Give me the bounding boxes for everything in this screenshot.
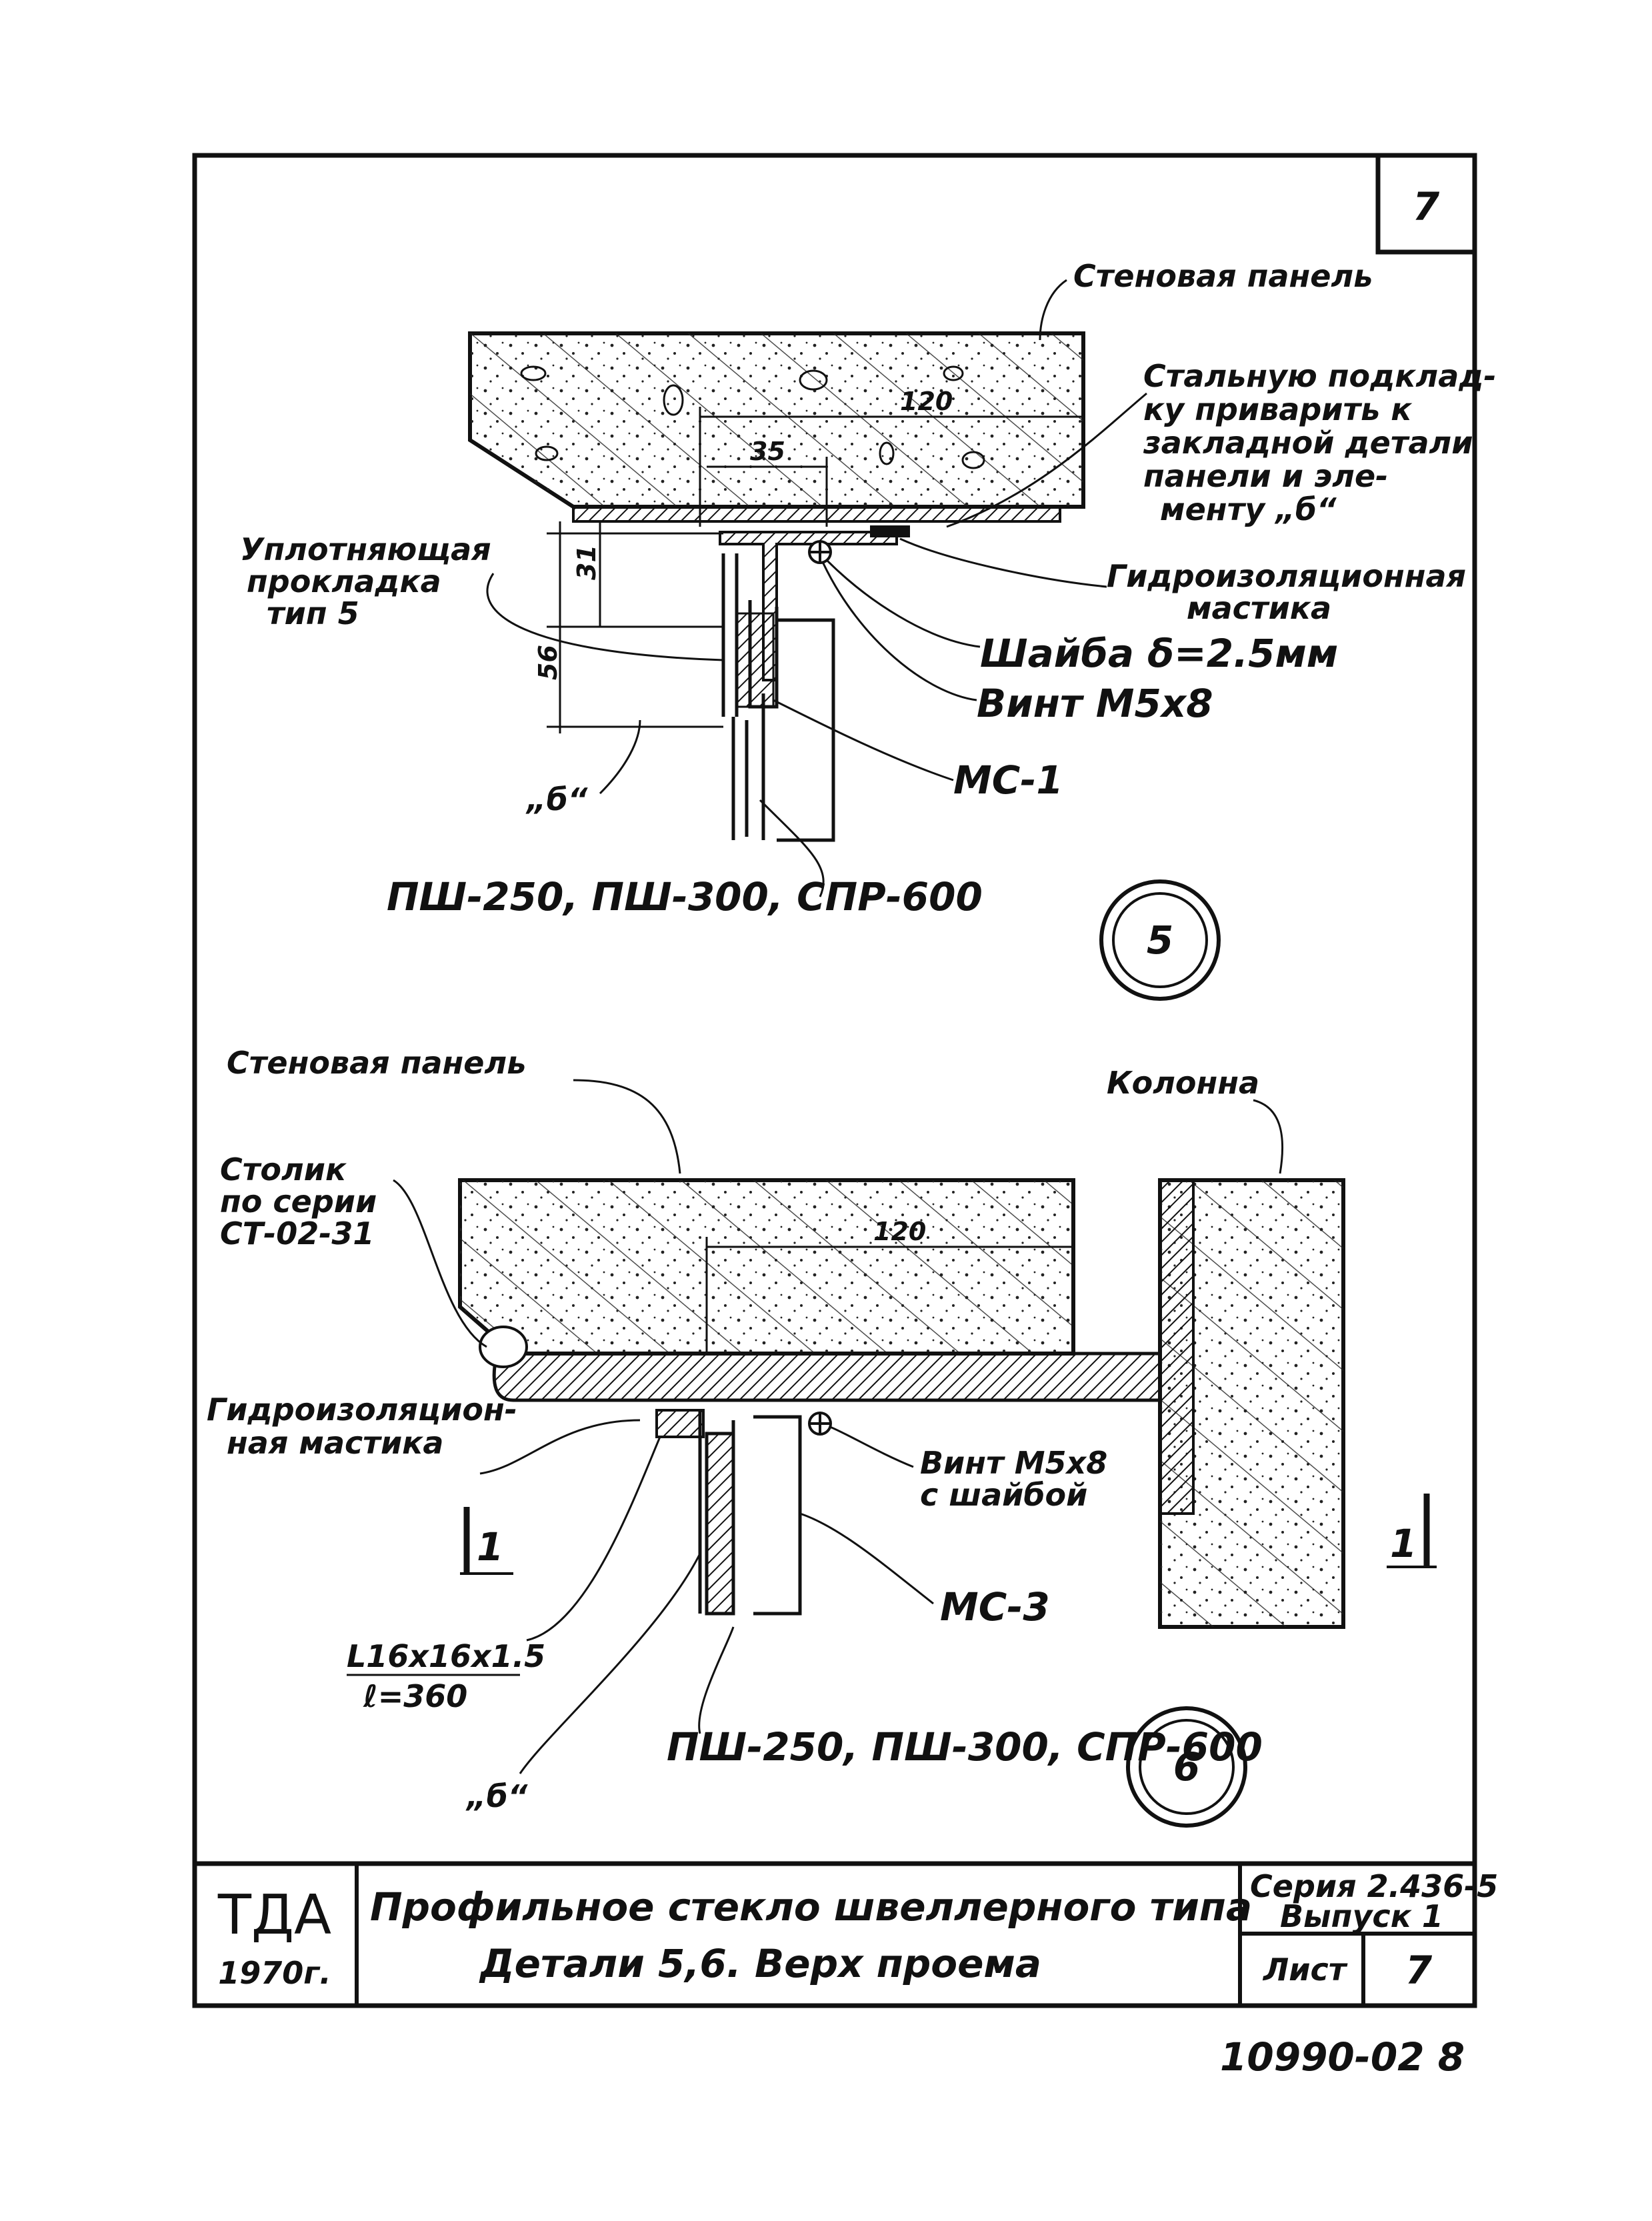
leaders-6 [393, 1079, 1284, 1774]
svg-text:Стальную подклад-: Стальную подклад- [1143, 358, 1496, 394]
table-label: Столик по серии СТ-02-31 [220, 1152, 377, 1252]
screw-6 [808, 1412, 832, 1436]
glass-label-6: ПШ-250, ПШ-300, СПР-600 [667, 1724, 1263, 1770]
glass-label-5: ПШ-250, ПШ-300, СПР-600 [387, 874, 983, 919]
year: 1970г. [218, 1955, 331, 1991]
element-label-6: „б“ [465, 1778, 528, 1814]
svg-text:1: 1 [477, 1524, 503, 1570]
svg-text:6: 6 [1173, 1744, 1200, 1790]
washer-label: Шайба δ=2.5мм [980, 631, 1338, 676]
profile-label-ms1: МС-1 [953, 757, 1063, 803]
svg-text:ℓ=360: ℓ=360 [363, 1678, 467, 1714]
corner-number-box: 7 [1375, 153, 1477, 255]
profile-ms3 [698, 1410, 802, 1616]
svg-text:ная мастика: ная мастика [227, 1425, 443, 1461]
org-name: ТДА [217, 1884, 331, 1947]
series: Серия 2.436-5 [1250, 1868, 1498, 1904]
dimensions-5 [547, 407, 1083, 733]
dim-31: 31 [572, 545, 601, 580]
sheet-value: 7 [1405, 1948, 1433, 1993]
title-block: ТДА 1970г. Профильное стекло швеллерного… [195, 1861, 1498, 2006]
detail-number-5: 5 [1099, 879, 1221, 1001]
leaders-5 [486, 279, 1147, 897]
issue: Выпуск 1 [1280, 1898, 1443, 1934]
glass-channel-5 [731, 618, 835, 842]
dim-35: 35 [750, 437, 785, 466]
section-mark-right: 1 [1387, 1494, 1437, 1568]
svg-text:тип 5: тип 5 [267, 595, 359, 631]
mastic-label-6: Гидроизоляцион- ная мастика [207, 1392, 517, 1461]
svg-text:панели и эле-: панели и эле- [1143, 458, 1388, 494]
detail-5: 120 35 31 56 Стеновая панель Стальную по… [240, 258, 1496, 1001]
screw-label-5: Винт М5х8 [977, 681, 1213, 726]
sheet-label: Лист [1262, 1952, 1348, 1988]
mastic-label-5: Гидроизоляционная мастика [1107, 558, 1466, 626]
svg-text:закладной детали: закладной детали [1143, 425, 1473, 461]
angle-l16 [655, 1409, 705, 1438]
sheet-frame [192, 153, 1477, 2008]
svg-text:Гидроизоляционная: Гидроизоляционная [1107, 558, 1466, 594]
title-line-1: Профильное стекло швеллерного типа [370, 1884, 1252, 1930]
element-label-5: „б“ [525, 781, 588, 817]
screw-label-6: Винт М5х8 с шайбой [920, 1445, 1107, 1513]
steel-plate-5 [572, 505, 1061, 523]
svg-text:менту „б“: менту „б“ [1160, 491, 1337, 527]
svg-text:Гидроизоляцион-: Гидроизоляцион- [207, 1392, 517, 1428]
svg-text:прокладка: прокладка [247, 563, 441, 599]
svg-text:мастика: мастика [1187, 590, 1331, 626]
detail-number-6: 6 [1126, 1706, 1247, 1828]
section-mark-left: 1 [460, 1507, 513, 1575]
doc-number: 10990-02 8 [1220, 2034, 1465, 2080]
dim-120-5: 120 [900, 387, 953, 416]
column-label: Колонна [1107, 1065, 1259, 1101]
title-line-2: Детали 5,6. Верх проема [479, 1941, 1041, 1986]
dim-120-6: 120 [873, 1217, 926, 1246]
seal-label-5: Уплотняющая прокладка тип 5 [240, 531, 491, 631]
svg-text:Столик: Столик [220, 1152, 347, 1188]
svg-text:Уплотняющая: Уплотняющая [240, 531, 491, 567]
svg-text:с шайбой: с шайбой [920, 1477, 1087, 1513]
support-table [492, 1352, 1162, 1402]
svg-text:по серии: по серии [220, 1184, 377, 1220]
detail-6: 120 1 1 Стеновая панель Колонна Сто [207, 1045, 1437, 1828]
profile-label-ms3: МС-3 [940, 1584, 1050, 1630]
panel-label-5: Стеновая панель [1073, 258, 1373, 294]
angle-label: L16х16х1.5 ℓ=360 [347, 1638, 545, 1714]
svg-text:Винт М5х8: Винт М5х8 [920, 1445, 1107, 1481]
svg-text:L16х16х1.5: L16х16х1.5 [347, 1638, 545, 1674]
panel-label-6: Стеновая панель [227, 1045, 526, 1081]
svg-text:ку приварить к: ку приварить к [1143, 391, 1413, 427]
screw-5 [808, 540, 832, 564]
svg-text:СТ-02-31: СТ-02-31 [220, 1216, 374, 1252]
svg-text:1: 1 [1390, 1521, 1417, 1566]
weld-note-5: Стальную подклад- ку приварить к закладн… [1143, 358, 1496, 527]
dim-56: 56 [533, 645, 563, 680]
svg-text:5: 5 [1147, 917, 1173, 963]
corner-number: 7 [1413, 184, 1440, 229]
